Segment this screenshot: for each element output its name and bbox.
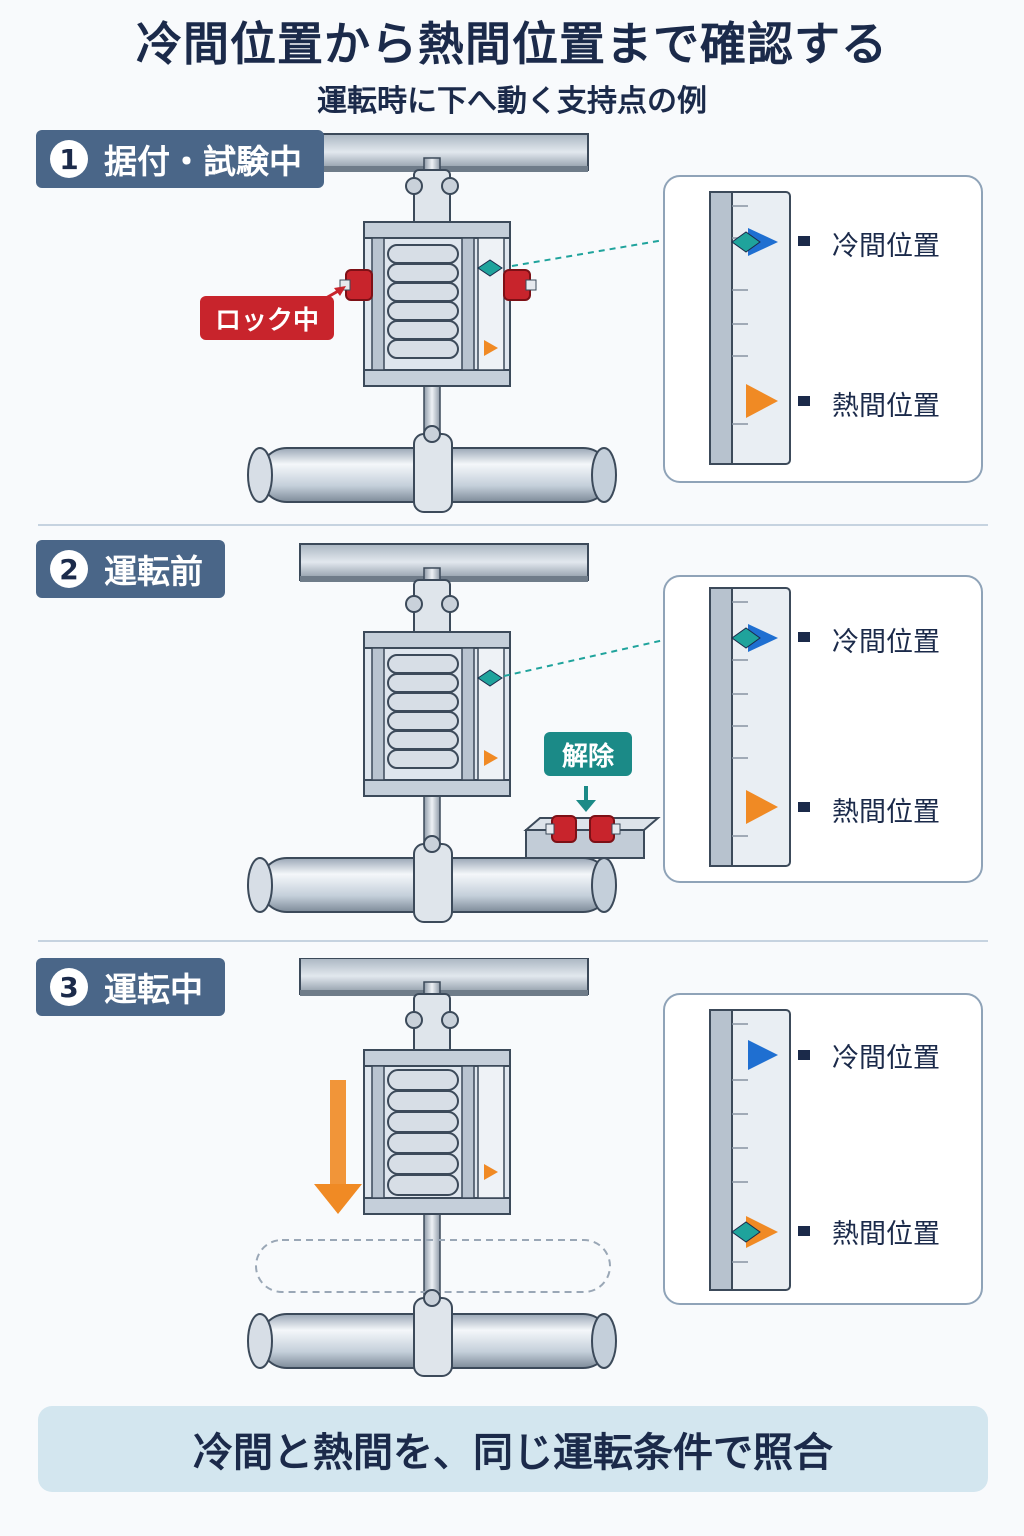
section-divider bbox=[38, 940, 988, 942]
step-3-label: 3 運転中 bbox=[36, 958, 225, 1016]
pin-tray bbox=[525, 829, 645, 859]
step-title: 運転中 bbox=[104, 970, 203, 1009]
movement-arrow-head bbox=[314, 1184, 362, 1214]
removed-lock-pin-1 bbox=[545, 815, 577, 843]
coil-spring bbox=[387, 654, 459, 769]
release-arrow bbox=[576, 800, 596, 812]
support-beam bbox=[299, 958, 589, 995]
pipe-clamp bbox=[413, 433, 453, 513]
pipe-clamp bbox=[413, 843, 453, 923]
step-2-section: 2 運転前 解除 冷間位置 熱間位置 bbox=[0, 540, 1024, 940]
page-title: 冷間位置から熱間位置まで確認する bbox=[136, 17, 888, 71]
hot-pointer-on-hanger bbox=[484, 1164, 498, 1180]
movement-arrow-shaft bbox=[330, 1080, 346, 1190]
step-number: 3 bbox=[50, 968, 88, 1006]
step-number: 2 bbox=[50, 550, 88, 588]
hot-marker bbox=[746, 790, 778, 824]
release-badge: 解除 bbox=[544, 732, 632, 776]
hot-position-label: 熱間位置 bbox=[832, 391, 940, 422]
indicator-plate bbox=[477, 1065, 505, 1199]
step-2-label: 2 運転前 bbox=[36, 540, 225, 598]
removed-lock-pin-2 bbox=[589, 815, 621, 843]
lock-pin-left bbox=[339, 269, 373, 301]
step-1-label: 1 据付・試験中 bbox=[36, 130, 324, 188]
step-title: 据付・試験中 bbox=[104, 142, 302, 181]
lock-pin-right bbox=[503, 269, 537, 301]
coil-spring-compressed bbox=[387, 1069, 459, 1196]
page-subtitle: 運転時に下へ動く支持点の例 bbox=[317, 84, 707, 119]
hot-position-label: 熱間位置 bbox=[832, 797, 940, 828]
leader-line bbox=[511, 239, 665, 267]
hot-marker bbox=[746, 1216, 778, 1248]
hot-position-label: 熱間位置 bbox=[832, 1219, 940, 1250]
cold-position-label: 冷間位置 bbox=[832, 231, 940, 262]
cold-position-label: 冷間位置 bbox=[832, 627, 940, 658]
hot-pointer-on-hanger bbox=[484, 340, 498, 356]
cold-marker bbox=[748, 1040, 778, 1070]
cold-pointer bbox=[731, 627, 761, 649]
footer-note: 冷間と熱間を、同じ運転条件で照合 bbox=[38, 1406, 988, 1492]
hot-marker bbox=[746, 384, 778, 418]
hot-pointer-on-hanger bbox=[484, 750, 498, 766]
step-title: 運転前 bbox=[104, 552, 203, 591]
cold-marker bbox=[748, 228, 778, 256]
cold-pointer-on-hanger bbox=[477, 259, 503, 277]
step-1-section: 1 据付・試験中 ロック中 冷間位置 熱間位置 bbox=[0, 130, 1024, 530]
pipe-clamp bbox=[413, 1297, 453, 1377]
step-2-illustration bbox=[247, 543, 983, 923]
cold-position-label: 冷間位置 bbox=[832, 1043, 940, 1074]
step-number: 1 bbox=[50, 140, 88, 178]
coil-spring bbox=[387, 244, 459, 359]
lock-badge: ロック中 bbox=[200, 296, 334, 340]
leader-line bbox=[503, 639, 665, 677]
support-beam bbox=[299, 543, 589, 581]
support-beam bbox=[299, 133, 589, 171]
cold-pointer bbox=[731, 231, 761, 253]
hot-pointer bbox=[731, 1221, 761, 1243]
step-3-section: 3 運転中 冷間位置 熱間位置 bbox=[0, 958, 1024, 1388]
step-1-illustration bbox=[247, 133, 983, 513]
section-divider bbox=[38, 524, 988, 526]
step-3-illustration bbox=[247, 958, 983, 1377]
cold-pointer-on-hanger bbox=[477, 669, 503, 687]
cold-marker bbox=[748, 624, 778, 652]
